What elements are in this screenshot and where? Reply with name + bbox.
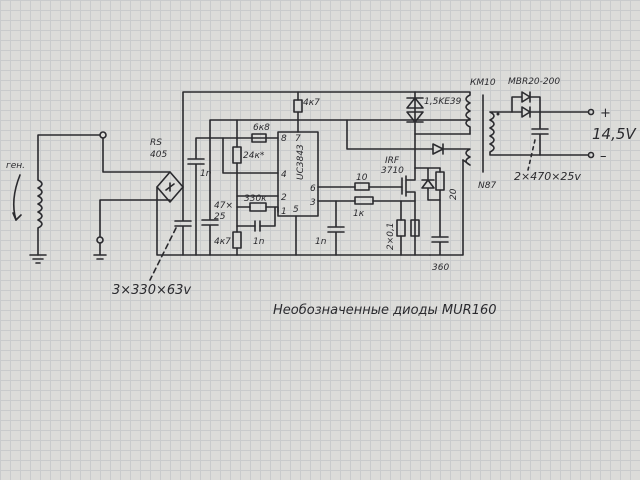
ic-pin-3: 3 xyxy=(310,198,316,208)
ic-pin-4: 4 xyxy=(281,170,287,180)
out-plus-label: + xyxy=(600,106,611,121)
cap-47u-label-2: 25 xyxy=(214,212,226,222)
bridge-label-1: RS xyxy=(150,138,162,148)
cap-1n-timing-label: 1n xyxy=(253,237,265,247)
secondary-side xyxy=(489,91,595,171)
cap-1n-right-label: 1n xyxy=(315,237,327,247)
input-capacitor xyxy=(149,186,192,281)
generator-label: ген. xyxy=(6,161,25,171)
controller-ic xyxy=(277,91,356,256)
core-label: КМ10 xyxy=(470,78,496,88)
ic-pin-8: 8 xyxy=(281,134,287,144)
ic-pin-2: 2 xyxy=(281,193,287,203)
cap-1n-supply xyxy=(187,137,279,256)
bridge-label-2: 405 xyxy=(150,150,167,160)
r-sense-label: 2×0,1 xyxy=(386,222,396,250)
ic-pin-1: 1 xyxy=(281,207,287,217)
r-24k-label: 24к* xyxy=(243,151,265,161)
mosfet-label-1: IRF xyxy=(385,156,400,166)
r-330k-label: 330к xyxy=(244,194,267,204)
r-6k8-label: 6к8 xyxy=(253,123,270,133)
input-caps-label: 3×330×63v xyxy=(112,283,191,298)
out-caps-label: 2×470×25v xyxy=(514,170,581,183)
r-snubber-label: 20 xyxy=(449,188,459,200)
r-1k-label: 1к xyxy=(353,209,365,219)
primary-side xyxy=(346,91,484,256)
mosfet-label-2: 3710 xyxy=(381,166,404,176)
out-minus-label: – xyxy=(600,149,607,164)
c-snubber-label: 360 xyxy=(432,263,449,273)
ic-pin-6: 6 xyxy=(310,184,316,194)
cap-47u-label-1: 47× xyxy=(214,201,233,211)
input-wiring xyxy=(93,91,431,260)
out-diodes-label: MBR20-200 xyxy=(508,77,560,87)
cap-47u xyxy=(201,119,471,256)
ic-pin-7: 7 xyxy=(295,134,301,144)
r-gate-label: 10 xyxy=(356,173,368,183)
r-top-label: 4к7 xyxy=(303,98,320,108)
r-4k7-bottom-label: 4к7 xyxy=(214,237,231,247)
note-text: Необозначенные диоды MUR160 xyxy=(273,303,497,318)
generator-coil xyxy=(12,134,101,264)
out-voltage-label: 14,5V xyxy=(592,125,637,143)
gate-and-sense xyxy=(327,167,420,256)
timing-network xyxy=(222,119,279,256)
tvs-label: 1,5KE39 xyxy=(424,97,462,107)
ic-pin-5: 5 xyxy=(293,205,299,215)
ic-label: UC3843 xyxy=(296,144,306,180)
ferrite-label: N87 xyxy=(478,181,496,191)
cap-1n-supply-label: 1n xyxy=(200,169,212,179)
